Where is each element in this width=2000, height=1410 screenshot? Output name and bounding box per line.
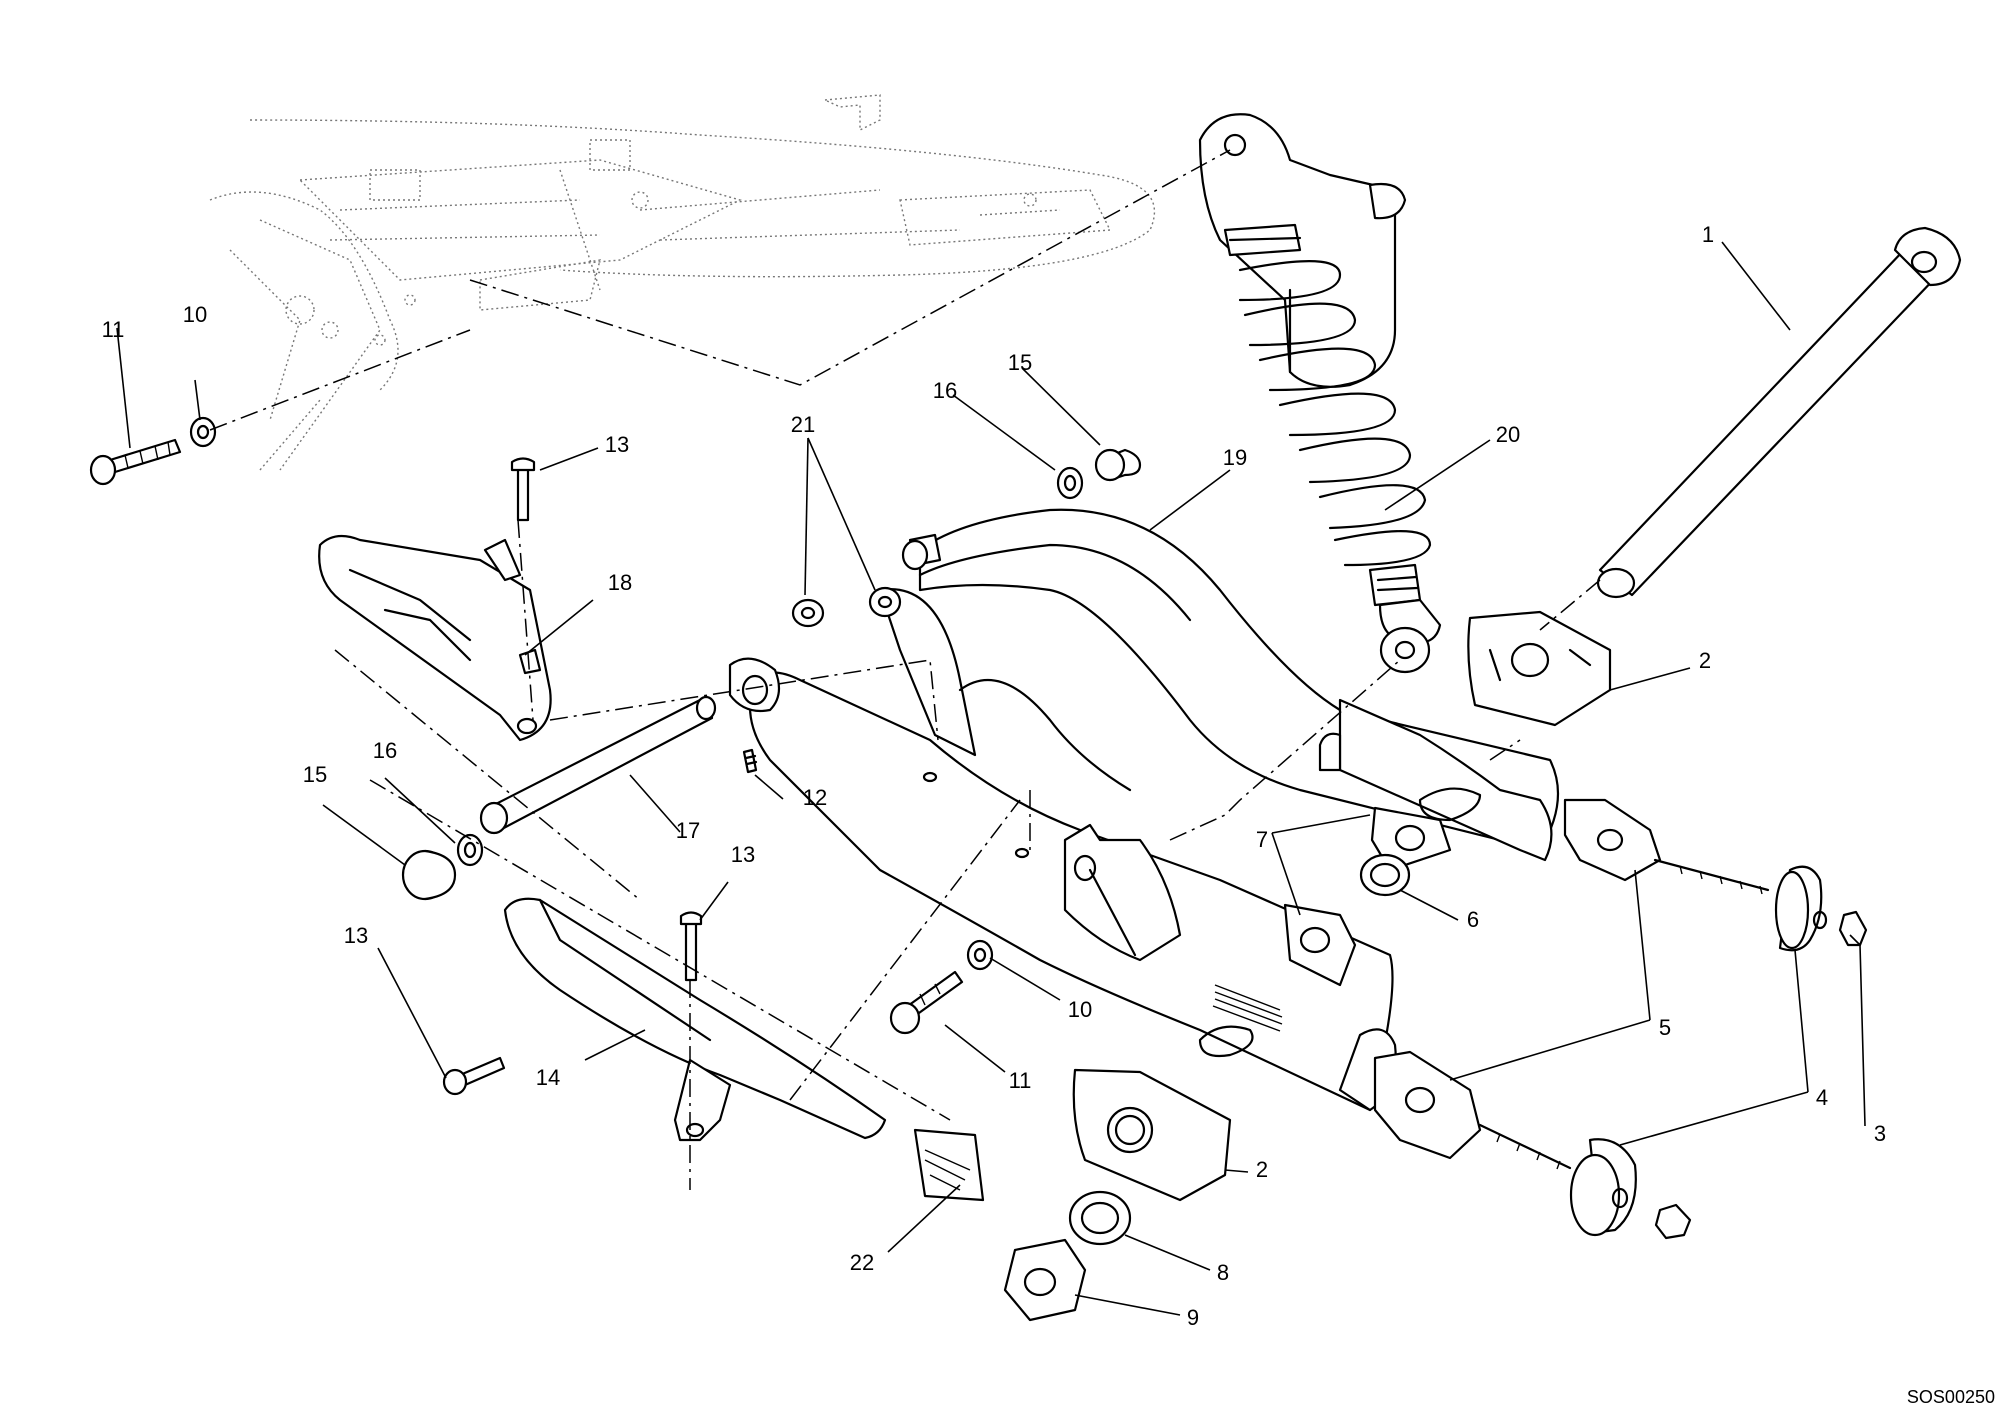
drawing-code: SOS00250 [1907,1387,1995,1407]
callout-10-lower: 10 [1068,997,1092,1022]
swingarm-pivot-shaft [479,695,717,835]
callout-2-upper: 2 [1699,648,1711,673]
callout-20: 20 [1496,422,1520,447]
callout-16-upper: 16 [933,378,957,403]
callout-21: 21 [791,412,815,437]
callout-4: 4 [1816,1085,1828,1110]
swingarm-vent-hatching [1212,984,1283,1032]
frame-outline [209,94,1155,471]
pivot-bushes-15-16-21 [401,448,1142,901]
callout-15-lower: 15 [303,762,327,787]
chain-slider [318,534,552,742]
chain-guard [503,897,887,1142]
leader-lines [116,241,1866,1316]
callout-2-lower: 2 [1256,1157,1268,1182]
rear-wheel-axle [1596,226,1962,599]
callout-14: 14 [536,1065,560,1090]
bolts-and-washers [89,416,994,1096]
callout-22: 22 [850,1250,874,1275]
callout-11-lower: 11 [1009,1068,1032,1093]
rear-shock-absorber [1198,113,1442,674]
callout-8: 8 [1217,1260,1229,1285]
callout-1: 1 [1702,222,1714,247]
chain-adjuster-plate-lower [1072,1068,1232,1202]
callout-11-upper: 11 [102,317,125,342]
callout-10-upper: 10 [183,302,207,327]
callout-13-lower: 13 [344,923,368,948]
callout-3: 3 [1874,1121,1886,1146]
callout-7: 7 [1256,827,1268,852]
callout-13-upper: 13 [605,432,629,457]
chain-adjuster-left [1373,1050,1692,1240]
callout-19: 19 [1223,445,1247,470]
callout-labels: 1 2 2 3 4 5 6 7 8 9 10 10 11 11 12 13 13… [102,222,1887,1330]
chain-adjuster-plate-upper [1467,610,1612,727]
callout-12: 12 [803,785,827,810]
callout-18: 18 [608,570,632,595]
assembly-centerlines [209,149,1601,1190]
eccentric-hub-parts [1003,806,1452,1322]
callout-15-upper: 15 [1008,350,1032,375]
callout-6: 6 [1467,907,1479,932]
grease-nipple [742,748,758,774]
shock-spring [1238,260,1432,567]
swingarm [728,508,1560,1112]
callout-9: 9 [1187,1305,1199,1330]
callout-17: 17 [676,818,700,843]
warning-decal [913,1128,985,1202]
callout-13-middle: 13 [731,842,755,867]
chain-adjuster-right [1563,798,1868,952]
callout-16-lower: 16 [373,738,397,763]
callout-5: 5 [1659,1015,1671,1040]
